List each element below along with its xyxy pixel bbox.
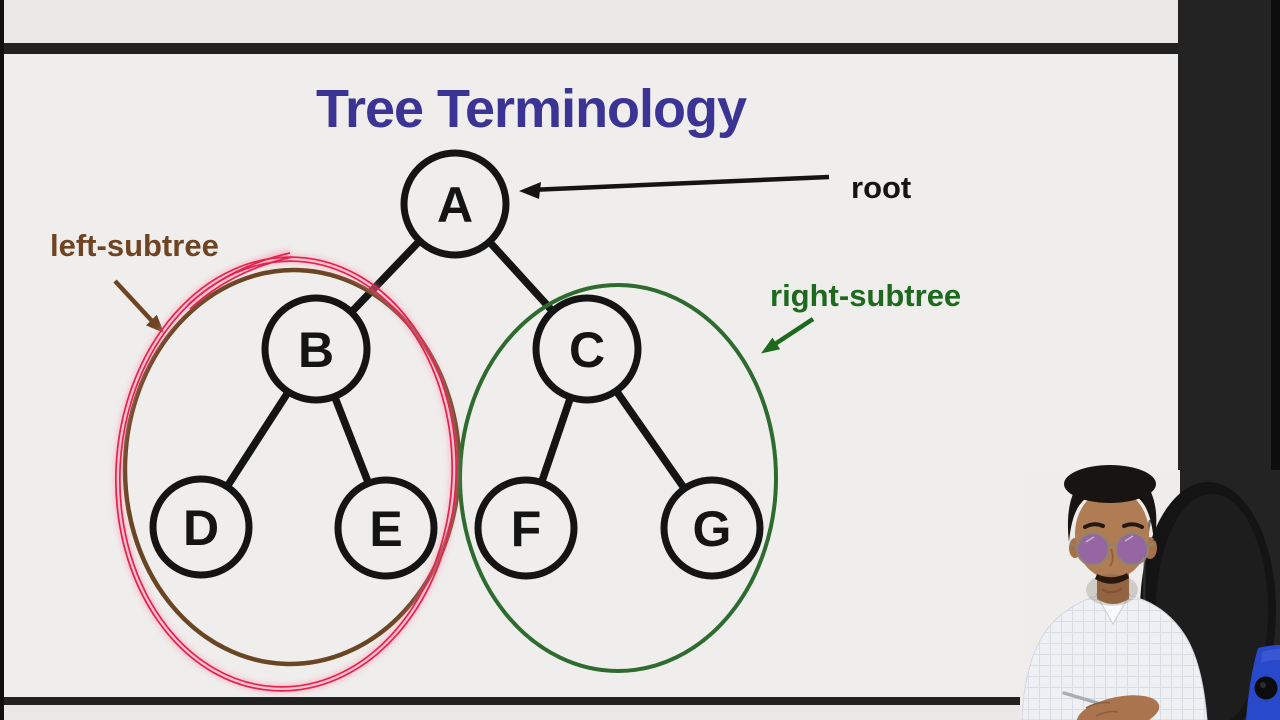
node-circle-d (149, 475, 253, 579)
nose (1109, 548, 1114, 567)
left-eyebrow (1083, 522, 1105, 529)
node-label-d: D (183, 500, 219, 556)
mouth (1101, 587, 1123, 594)
node-circle-e (334, 476, 438, 580)
tree-node-labels: A B C D E F G (183, 177, 732, 557)
mustache (1095, 573, 1129, 584)
left-subtree-arrow (113, 279, 164, 333)
node-label-b: B (298, 322, 334, 378)
next-slide-strip (4, 705, 1178, 720)
knob-highlight (1260, 682, 1266, 688)
hair-top (1064, 465, 1156, 503)
node-circle-c (532, 294, 642, 404)
pen-highlight-ellipse (114, 249, 458, 693)
node-circle-g (660, 476, 764, 580)
node-circle-b (261, 294, 371, 404)
presenter-head (1064, 465, 1157, 606)
slide-title: Tree Terminology (315, 79, 747, 139)
video-right-edge (1271, 0, 1280, 720)
mic-arm-knob (1254, 676, 1278, 700)
node-label-e: E (369, 501, 402, 557)
node-label-f: F (511, 501, 542, 557)
mic-arm (1246, 645, 1280, 720)
root-label: root (851, 170, 912, 205)
previous-slide-strip (4, 0, 1178, 43)
stubble (1086, 574, 1138, 606)
video-left-edge (0, 0, 4, 720)
left-subtree-label: left-subtree (50, 228, 219, 263)
root-arrow (519, 174, 830, 199)
presenter (1021, 465, 1208, 720)
node-circle-f (474, 476, 578, 580)
right-subtree-ellipse (458, 283, 778, 673)
right-subtree-arrow (761, 317, 815, 354)
node-circle-a (400, 149, 510, 259)
node-label-g: G (693, 501, 732, 557)
glasses (1069, 531, 1156, 567)
slide-gap-bar-bottom (4, 697, 1178, 705)
slide-gap-bar-top (4, 43, 1178, 54)
right-eyebrow (1122, 522, 1144, 529)
webcam-overlay (1020, 465, 1280, 720)
tree-nodes (149, 149, 764, 580)
right-subtree-label: right-subtree (770, 278, 962, 313)
presenter-hand (1062, 691, 1160, 720)
node-label-c: C (569, 322, 605, 378)
node-label-a: A (437, 177, 473, 233)
